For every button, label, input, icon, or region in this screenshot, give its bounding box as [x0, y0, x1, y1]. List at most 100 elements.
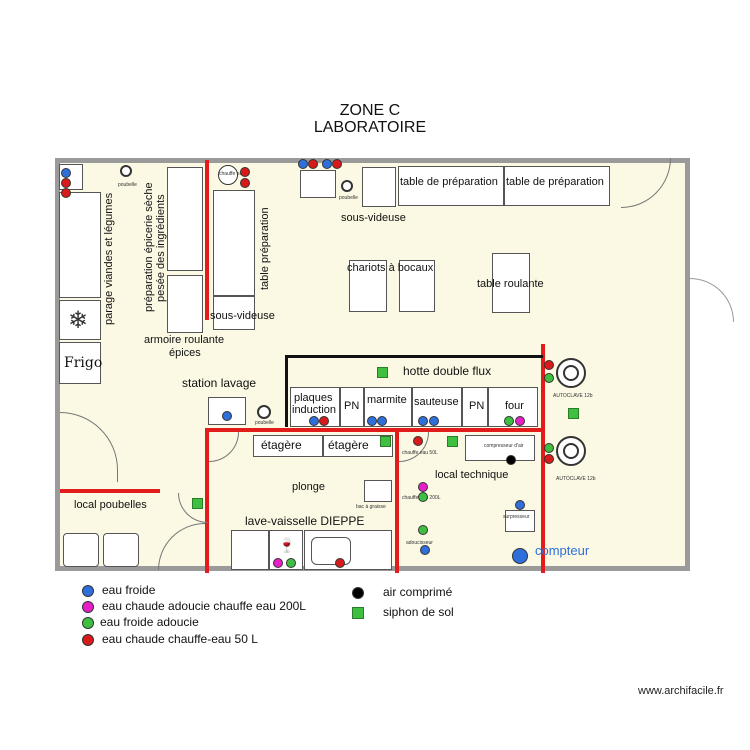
sink-basin	[311, 537, 351, 565]
legend-air-comprime: air comprimé	[383, 585, 453, 599]
eau-chaude-50-dot	[335, 558, 345, 568]
eau-chaude-50-dot	[332, 159, 342, 169]
compteur-label: compteur	[535, 543, 590, 558]
autoclave-1-label: AUTOCLAVE 12b	[553, 393, 593, 399]
eau-froide-dot	[322, 159, 332, 169]
eau-froide-dot	[309, 416, 319, 426]
eau-froide-dot	[61, 168, 71, 178]
wall-tech-right	[541, 344, 545, 573]
armoire-roulante	[167, 275, 203, 333]
adoucisseur-label: adoucisseur	[406, 540, 433, 546]
pn-1	[340, 387, 364, 427]
eau-froide-adoucie-dot	[418, 492, 428, 502]
parage-label: parage viandes et légumes	[103, 192, 115, 325]
eau-froide-dot	[298, 159, 308, 169]
eau-chaude-50-dot	[413, 436, 423, 446]
poubelle-3-icon	[257, 405, 271, 419]
legend-eau-chaude-200: eau chaude adoucie chauffe eau 200L	[102, 599, 306, 613]
four-label: four	[505, 400, 524, 412]
wall-tech-left	[395, 428, 399, 573]
marmite-label: marmite	[367, 394, 407, 406]
legend-eau-chaude-50-dot	[82, 634, 94, 646]
table-preparation-vertical	[213, 190, 255, 296]
eau-chaude-50-dot	[544, 360, 554, 370]
chariots-label: chariots à bocaux	[347, 262, 434, 274]
pn-2-label: PN	[469, 400, 485, 412]
eau-froide-dot	[377, 416, 387, 426]
etagere-1	[253, 435, 323, 457]
eau-chaude-50-dot	[61, 178, 71, 188]
chariot-2	[399, 260, 435, 312]
poubelle-1-icon	[120, 165, 132, 177]
table-prep-1	[398, 166, 504, 206]
watermark[interactable]: www.archifacile.fr	[638, 685, 724, 697]
table-prep-2	[504, 166, 610, 206]
eau-froide-dot	[429, 416, 439, 426]
etagere-2	[323, 435, 393, 457]
bac-graisse-label: bac à graisse	[356, 504, 386, 510]
floor-plan	[55, 158, 690, 571]
induction-label: induction	[292, 404, 337, 416]
sous-videuse-2	[362, 167, 396, 207]
compresseur	[465, 435, 535, 461]
lave-vaisselle-label: lave-vaisselle DIEPPE	[245, 514, 365, 528]
sous-videuse-1-label: sous-videuse	[210, 310, 275, 322]
hotte-top	[285, 355, 543, 358]
snowflake-icon: ❄	[68, 307, 89, 334]
eau-froide-adoucie-dot	[544, 443, 554, 453]
legend-siphon: siphon de sol	[383, 605, 454, 619]
bac-graisse	[364, 480, 392, 502]
glass-icon: 🍷	[278, 537, 296, 553]
pn-2	[462, 387, 488, 427]
station-lavage-label: station lavage	[182, 376, 257, 390]
eau-chaude-50-dot	[240, 178, 250, 188]
lab-title: LABORATOIRE	[313, 119, 427, 136]
sink-top	[300, 170, 336, 198]
local-technique-label: local technique	[435, 469, 509, 481]
chauffe-eau-label: chauffe eau	[219, 171, 246, 177]
legend-air-comprime-dot	[352, 587, 364, 599]
eau-froide-dot	[418, 416, 428, 426]
pesee-label: pesée des ingrédients	[155, 194, 167, 302]
chauffe-eau-icon	[218, 165, 238, 185]
armoire-label: armoire roulante	[144, 334, 225, 346]
exterior-door	[690, 278, 734, 322]
eau-froide-dot	[367, 416, 377, 426]
poubelle-3-label: poubelle	[255, 420, 274, 426]
bin-2	[103, 533, 139, 567]
legend-eau-chaude-200-dot	[82, 601, 94, 613]
legend-eau-froide-adoucie-dot	[82, 617, 94, 629]
plonge-sink	[304, 530, 392, 570]
air-comprime-dot	[506, 455, 516, 465]
parage-table	[59, 192, 101, 298]
legend-siphon-square	[352, 607, 364, 619]
eau-chaude-50-dot	[544, 454, 554, 464]
eau-froide-dot	[420, 545, 430, 555]
eau-chaude-50-dot	[240, 167, 250, 177]
legend-eau-froide: eau froide	[102, 583, 156, 597]
autoclave-2-label: AUTOCLAVE 12b	[556, 476, 596, 482]
chariot-1	[349, 260, 387, 312]
preparation-epicerie-label: préparation épicerie sèche	[143, 182, 155, 312]
epicerie-table	[167, 167, 203, 271]
eau-froide-adoucie-dot	[504, 416, 514, 426]
eau-chaude-50-dot	[61, 188, 71, 198]
eau-froide-adoucie-dot	[544, 373, 554, 383]
sous-videuse-1	[213, 296, 255, 330]
poubelle-2-icon	[341, 180, 353, 192]
eau-chaude-50-dot	[319, 416, 329, 426]
surpresseur-label: surpresseur	[503, 514, 530, 520]
pn-1-label: PN	[344, 400, 360, 412]
siphon-square	[192, 498, 203, 509]
siphon-square	[380, 436, 391, 447]
legend-eau-froide-adoucie: eau froide adoucie	[100, 615, 199, 629]
table-preparation-label: table préparation	[259, 207, 271, 290]
bin-1	[63, 533, 99, 567]
eau-froide-adoucie-dot	[286, 558, 296, 568]
poubelle-1-label: poubelle	[118, 182, 137, 188]
epices-label: épices	[169, 347, 201, 359]
chauffe-eau-50-label: chauffe eau 50L	[402, 450, 438, 456]
etagere-2-label: étagère	[328, 438, 369, 452]
plaques-label: plaques	[294, 392, 333, 404]
siphon-square	[447, 436, 458, 447]
